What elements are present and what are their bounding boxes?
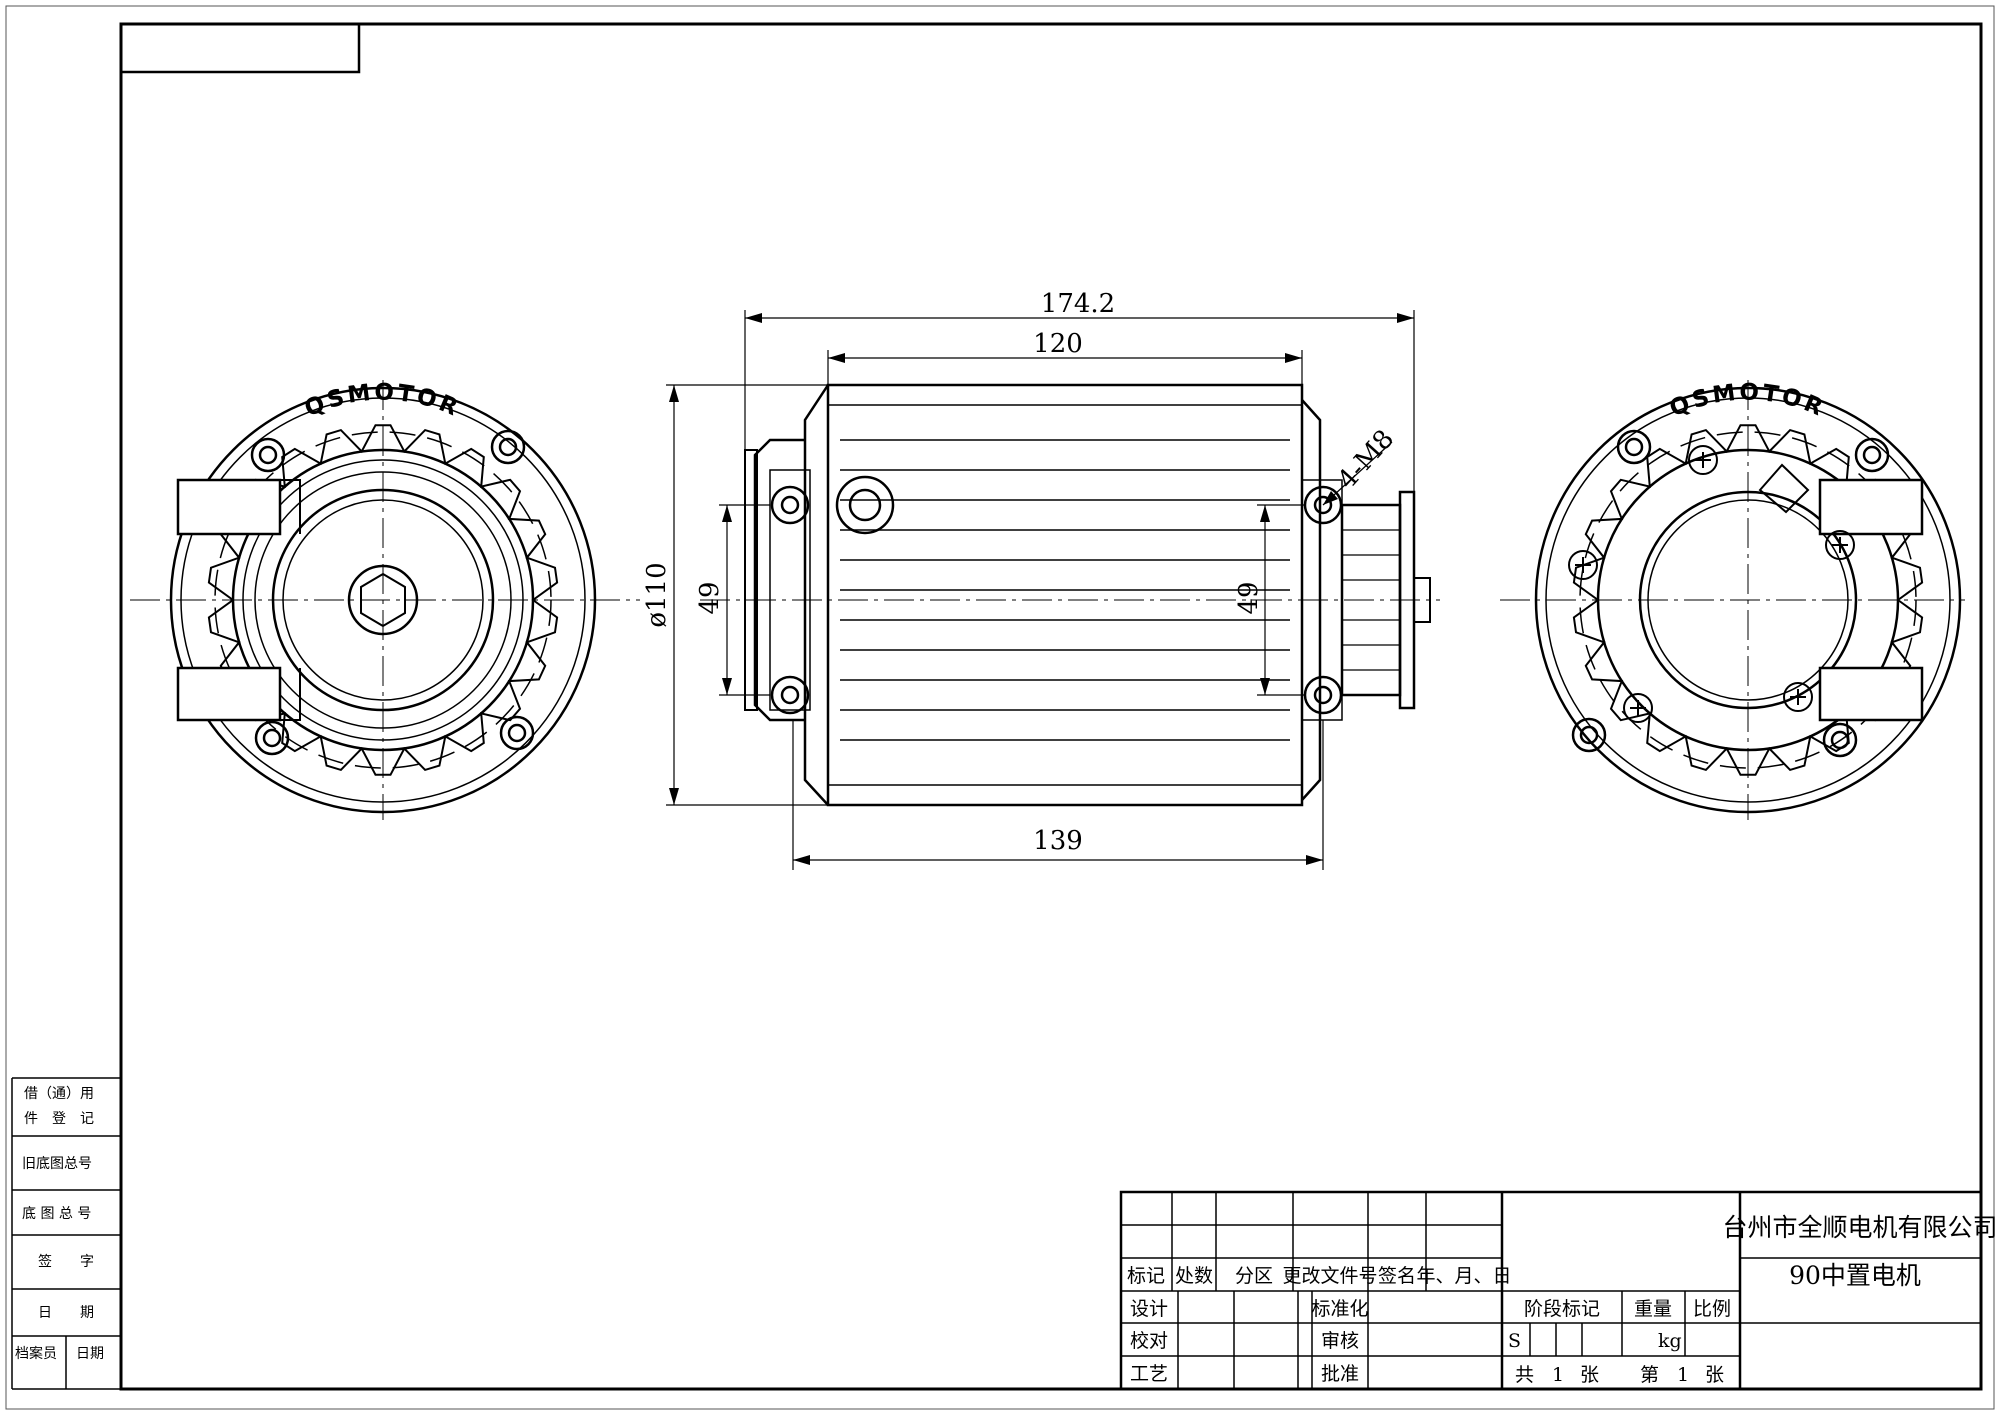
weight-label: 重量 xyxy=(1634,1298,1672,1320)
header-change-doc: 更改文件号 xyxy=(1282,1265,1377,1287)
left-logo-text: QSMOTOR xyxy=(301,380,464,423)
right-logo-text: QSMOTOR xyxy=(1666,380,1829,423)
title-block-text: 标记 处数 分区 更改文件号 签名 年、月、日 设计 校对 工艺 标准化 审核 … xyxy=(1127,1213,1998,1386)
side-panel: 借（通）用 件 登 记 旧底图总号 底 图 总 号 签 字 日 期 档案员 日期 xyxy=(11,1077,121,1390)
total-unit: 张 xyxy=(1580,1364,1599,1386)
drawing-no-label: 底 图 总 号 xyxy=(22,1206,91,1222)
scale-label: 比例 xyxy=(1693,1298,1731,1320)
dim-diameter: ø110 xyxy=(642,562,672,627)
dim-overall-length: 174.2 xyxy=(1041,289,1115,319)
sheet-label: 第 xyxy=(1640,1364,1659,1386)
dim-hole-spacing-right: 49 xyxy=(1234,581,1264,614)
borrow-label-1: 借（通）用 xyxy=(24,1086,94,1102)
sheet-unit: 张 xyxy=(1705,1364,1724,1386)
standardize-label: 标准化 xyxy=(1311,1298,1368,1320)
approve-label: 批准 xyxy=(1321,1363,1359,1385)
side-view xyxy=(700,383,1440,807)
header-count: 处数 xyxy=(1175,1265,1213,1287)
design-label: 设计 xyxy=(1130,1298,1168,1320)
total-label: 共 xyxy=(1515,1364,1534,1386)
title-block xyxy=(1119,1190,1983,1391)
left-end-view xyxy=(130,380,640,820)
weight-unit: kg xyxy=(1658,1330,1682,1352)
right-screw-heads xyxy=(1568,445,1855,723)
archivist-date-label: 日期 xyxy=(76,1346,104,1362)
stage-mark-label: 阶段标记 xyxy=(1524,1298,1600,1320)
total-number: 1 xyxy=(1552,1364,1564,1386)
dim-bolt-note: 4-M8 xyxy=(1332,424,1400,495)
header-mark: 标记 xyxy=(1127,1265,1165,1287)
right-end-view xyxy=(1500,380,1965,820)
dim-base-length: 139 xyxy=(1033,826,1083,856)
header-zone: 分区 xyxy=(1235,1265,1273,1287)
dim-body-length: 120 xyxy=(1033,329,1083,359)
company-name: 台州市全顺电机有限公司 xyxy=(1722,1213,1997,1242)
signature-label: 签 字 xyxy=(38,1253,94,1270)
dim-hole-spacing-left: 49 xyxy=(695,581,725,614)
date-label: 日 期 xyxy=(38,1305,94,1321)
old-drawing-no-label: 旧底图总号 xyxy=(22,1156,92,1172)
header-date: 年、月、日 xyxy=(1416,1265,1511,1287)
header-sign: 签名 xyxy=(1378,1265,1416,1287)
process-label: 工艺 xyxy=(1130,1363,1168,1385)
drawing-frame xyxy=(5,5,1995,1410)
check-label: 校对 xyxy=(1130,1330,1168,1352)
review-label: 审核 xyxy=(1321,1330,1359,1352)
borrow-label-2: 件 登 记 xyxy=(24,1111,94,1127)
sheet-number: 1 xyxy=(1677,1364,1689,1386)
product-name: 90中置电机 xyxy=(1789,1261,1921,1290)
archivist-label: 档案员 xyxy=(15,1345,57,1362)
dimension-arrows xyxy=(669,313,1414,865)
dimension-lines xyxy=(666,310,1415,870)
stage-s: S xyxy=(1508,1330,1521,1352)
